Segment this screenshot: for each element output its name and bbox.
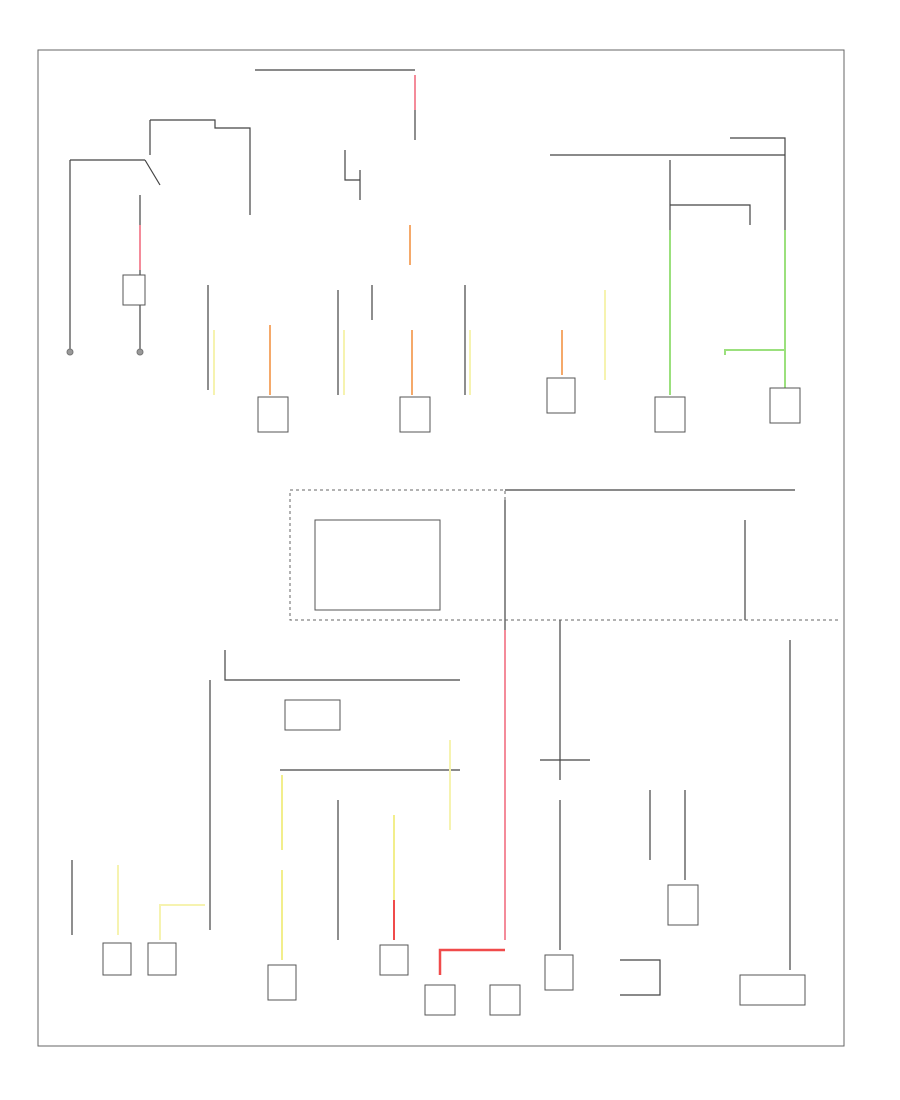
component-box-8 <box>147 942 177 976</box>
lower-component-box <box>284 699 341 731</box>
wire-top-left-bus <box>69 159 145 350</box>
component-box-1 <box>122 274 146 306</box>
wire-right-relay <box>670 204 751 225</box>
component-box-13 <box>544 954 574 991</box>
component-box-5 <box>769 387 801 424</box>
wire-yellow-q <box>159 904 205 940</box>
component-box-7 <box>102 942 132 976</box>
component-box-10 <box>379 944 409 976</box>
component-box-4 <box>654 396 686 433</box>
diagram-border <box>37 49 845 1047</box>
wire-lower-bus <box>224 650 460 681</box>
wire-switch-top-left <box>144 159 161 186</box>
component-box-15 <box>739 974 806 1006</box>
component-box-3 <box>399 396 431 433</box>
relay-unit-box <box>314 519 441 611</box>
wire-red-branch <box>438 948 505 975</box>
wire-lower-right-c <box>620 959 661 996</box>
ground-symbol-second <box>136 348 144 356</box>
component-box-9 <box>267 964 297 1001</box>
wire-top-fuse-branch <box>150 119 251 215</box>
wire-relay-center <box>344 150 360 181</box>
wire-green-3 <box>724 349 785 355</box>
wire-lower-right-b <box>649 790 686 880</box>
ground-symbol-left <box>66 348 74 356</box>
component-box-11 <box>424 984 456 1016</box>
component-box-6 <box>546 377 576 414</box>
component-box-2 <box>257 396 289 433</box>
component-box-14 <box>667 884 699 926</box>
component-box-12 <box>489 984 521 1016</box>
wire-top-right-fuse <box>730 137 786 170</box>
